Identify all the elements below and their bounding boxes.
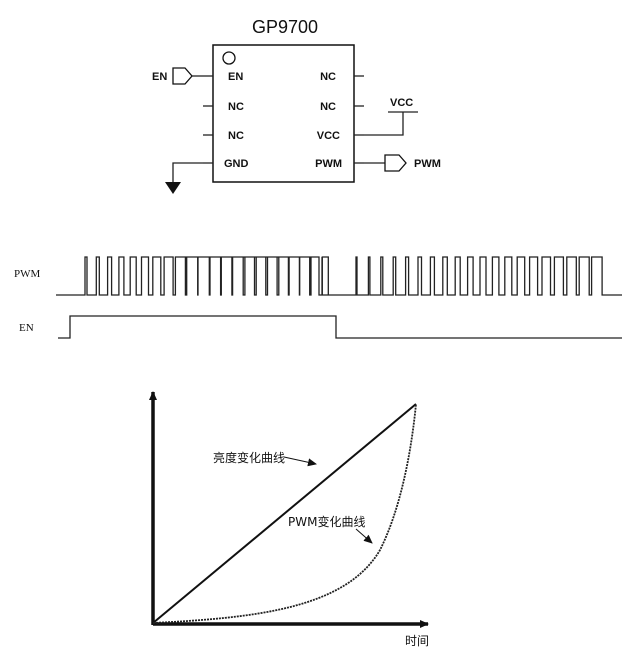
en-signal-label: EN <box>19 322 34 334</box>
curve-graph: 时间 亮度变化曲线 PWM变化曲线 <box>149 391 429 648</box>
en-waveform <box>58 315 622 339</box>
pin-label-left: GND <box>224 158 249 170</box>
pwm-waveform <box>56 256 622 296</box>
pwm-output-label: PWM <box>414 158 441 170</box>
vcc-label: VCC <box>390 97 413 109</box>
pwm-curve <box>152 403 417 624</box>
pin-label-left: EN <box>228 71 243 83</box>
pin-label-right: PWM <box>315 158 342 170</box>
timing-diagram: PWM EN <box>14 256 622 339</box>
en-input-connector: EN <box>152 67 203 85</box>
x-axis-label: 时间 <box>405 634 429 648</box>
chip-title: GP9700 <box>252 17 318 37</box>
pin-label-right: NC <box>320 101 336 113</box>
gnd-connection <box>165 162 203 194</box>
en-input-label: EN <box>152 71 167 83</box>
output-port-icon <box>384 154 407 172</box>
brightness-line <box>152 403 417 624</box>
pin1-marker <box>222 51 236 65</box>
pwm-signal-label: PWM <box>14 268 41 280</box>
brightness-line-label: 亮度变化曲线 <box>213 450 285 465</box>
input-port-icon <box>172 67 193 85</box>
pin-label-right: NC <box>320 71 336 83</box>
pointer-arrow <box>283 456 317 467</box>
pin-label-left: NC <box>228 101 244 113</box>
ground-arrow-icon <box>165 182 181 194</box>
pin-label-right: VCC <box>317 130 340 142</box>
vcc-connection: VCC <box>364 97 418 136</box>
pin-label-left: NC <box>228 130 244 142</box>
chip-pinout: GP9700 EN NC NC GND NC NC VCC PWM EN <box>152 17 441 194</box>
pwm-output-connector: PWM <box>364 154 441 172</box>
pwm-curve-label: PWM变化曲线 <box>288 514 365 529</box>
pointer-arrow <box>355 528 373 544</box>
chip-body <box>212 44 355 183</box>
